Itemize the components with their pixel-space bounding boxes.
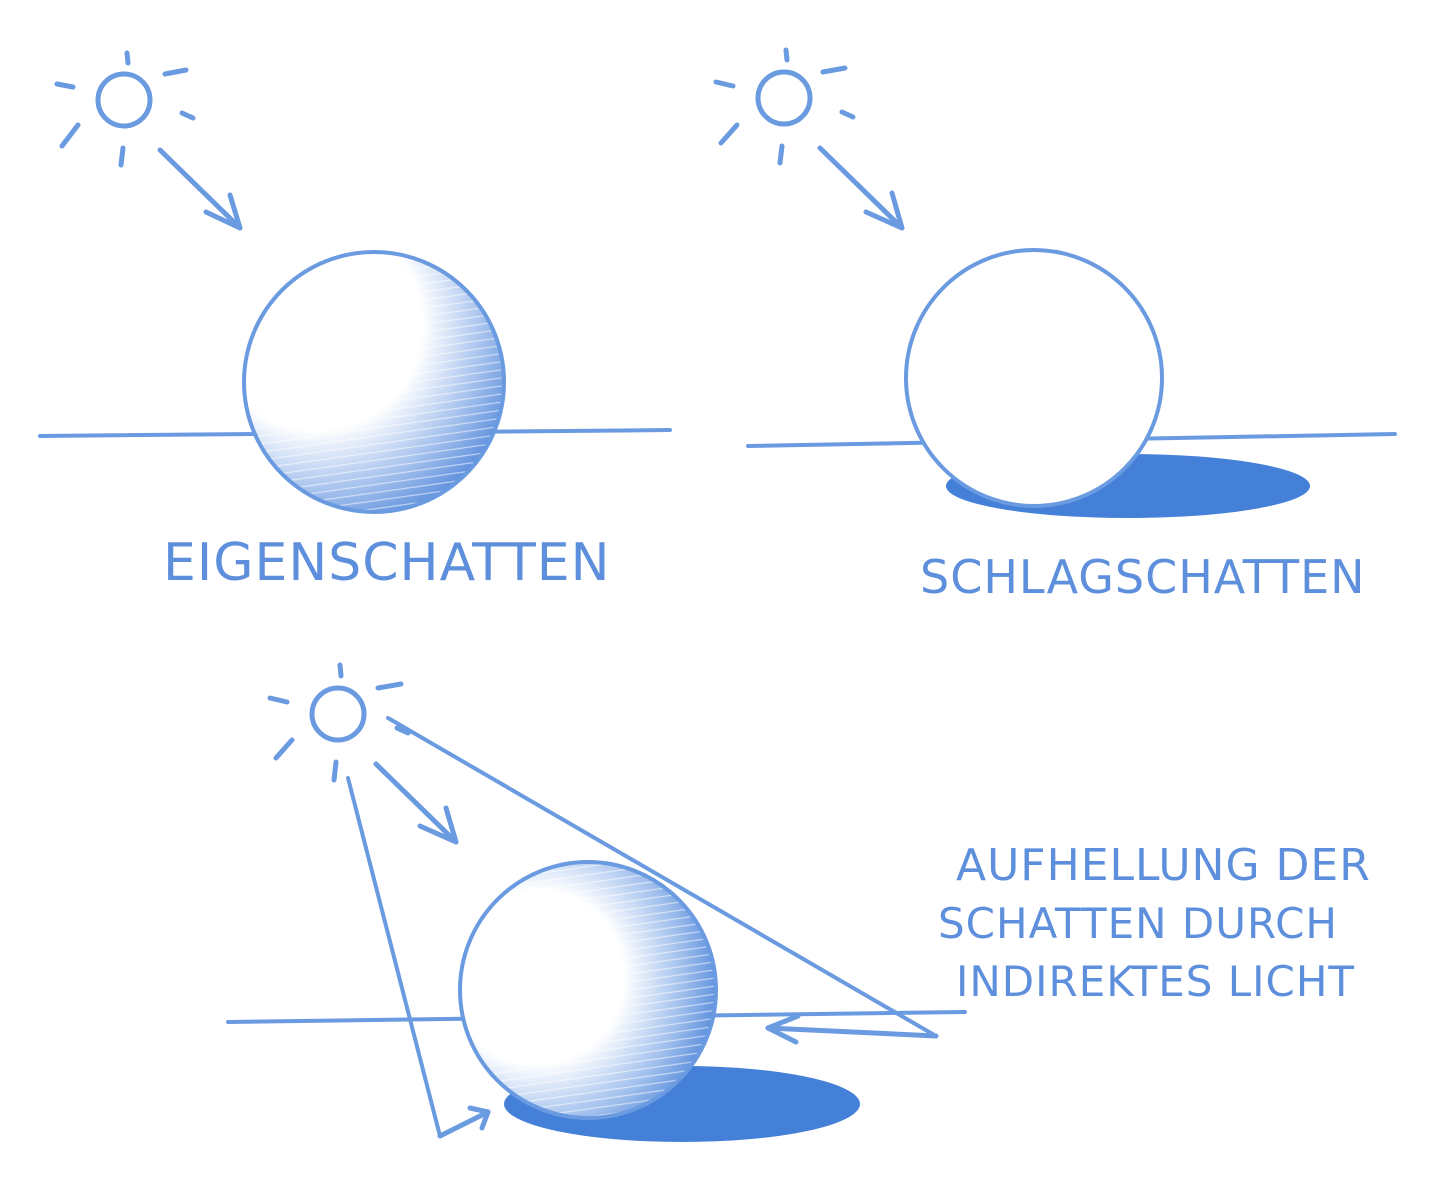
panel-aufhellung: AUFHELLUNG DER SCHATTEN DURCH INDIREKTES…: [226, 662, 1371, 1142]
label-schlagschatten: SCHLAGSCHATTEN: [920, 550, 1366, 604]
sun-icon: [713, 47, 856, 166]
arrow-icon: [157, 147, 243, 231]
panel-eigenschatten: EIGENSCHATTEN: [38, 50, 672, 593]
sun-icon: [267, 662, 411, 783]
label-aufhellung-line2: SCHATTEN DURCH: [938, 899, 1338, 948]
reflection-arrow-icon: [437, 1105, 491, 1139]
panel-schlagschatten: SCHLAGSCHATTEN: [713, 47, 1397, 604]
label-eigenschatten: EIGENSCHATTEN: [163, 533, 611, 593]
indirect-light-rays: [346, 716, 938, 1138]
sphere-plain: [904, 248, 1164, 508]
reflection-arrow-icon: [765, 1013, 939, 1045]
arrow-icon: [817, 145, 905, 231]
sun-icon: [54, 50, 196, 168]
label-aufhellung-line3: INDIREKTES LICHT: [956, 957, 1355, 1006]
label-aufhellung-line1: AUFHELLUNG DER: [956, 840, 1371, 891]
arrow-icon: [373, 761, 459, 845]
